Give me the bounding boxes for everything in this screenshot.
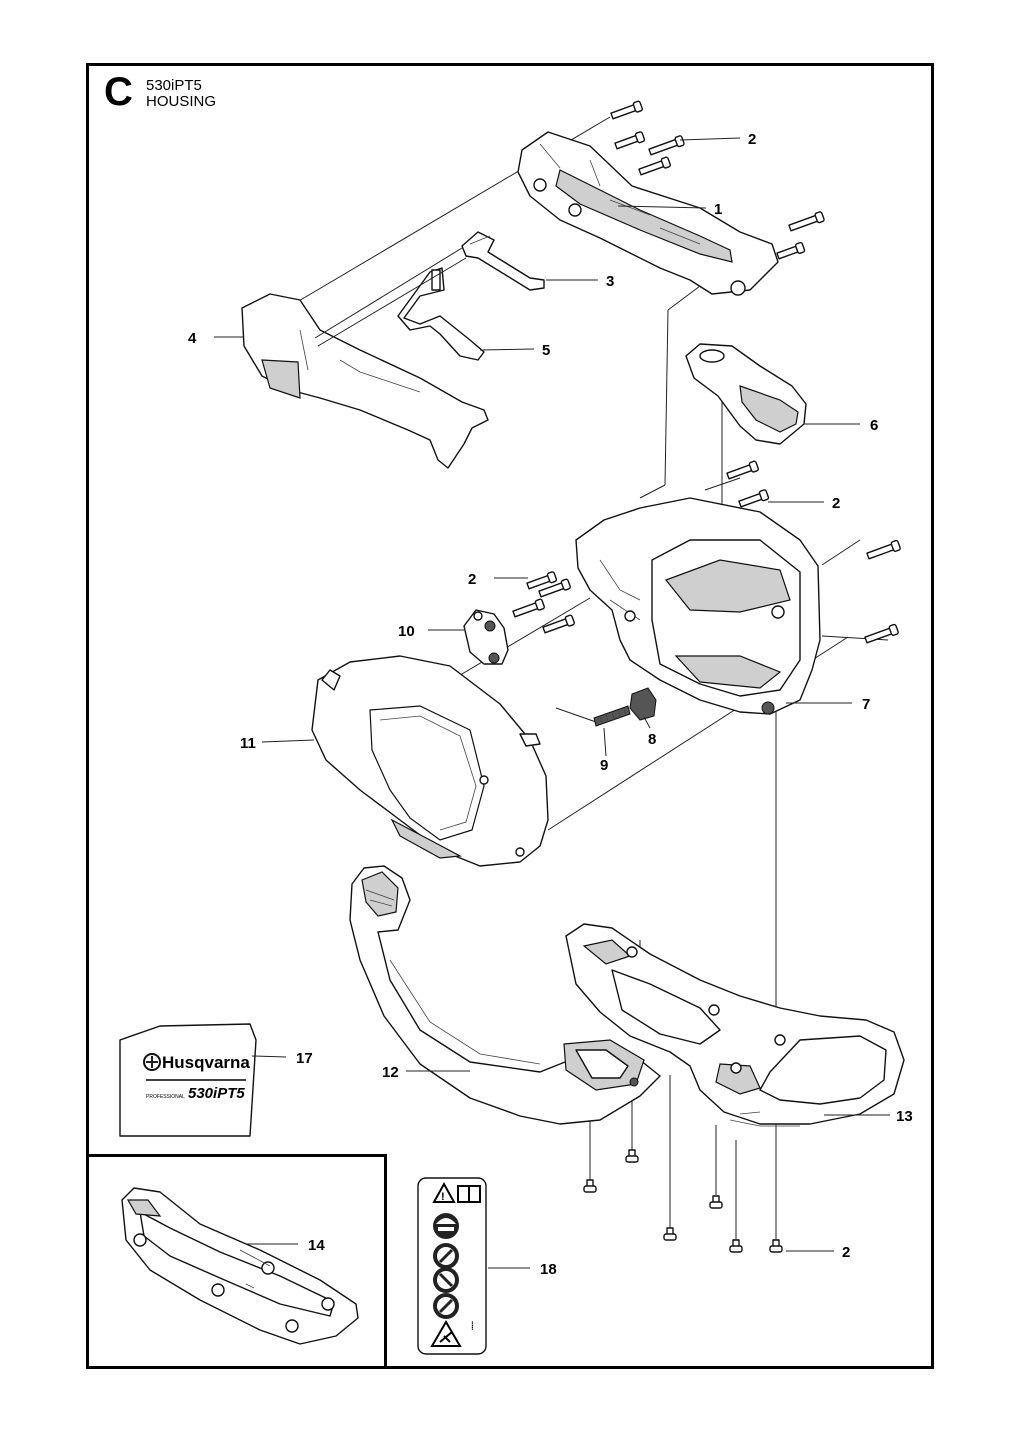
part-14-grip-plate [121,1187,359,1345]
callout-2-bottom: 2 [842,1244,850,1261]
callout-12: 12 [382,1064,399,1081]
diagram-frame [86,63,934,1369]
callout-2-top: 2 [748,131,756,148]
section-letter: C [104,70,133,114]
decal-model: 530iPT5 [188,1085,245,1102]
model-name: 530iPT5 [146,77,202,94]
part-11-housing-cover [311,655,549,867]
callout-5: 5 [542,342,550,359]
inset-frame [86,1154,387,1369]
part-4-handle-lower-half [241,247,489,469]
part-1-handle-upper-half [517,131,779,296]
no-hand-near-blade-icon [433,1243,459,1269]
leader-lines [214,137,890,1269]
callout-4: 4 [188,330,197,347]
decal-brand: Husqvarna [162,1053,250,1072]
part-7-main-housing [575,497,821,715]
part-13-rear-grip [565,923,905,1127]
callout-7: 7 [862,696,870,713]
falling-branch-icon [430,1320,462,1347]
part-6-grip-cover [685,343,807,445]
part-8-clip [629,687,657,721]
callout-2-middle-right: 2 [832,495,840,512]
no-cut-lines-icon [433,1293,459,1319]
part-18-warning-decal: ! [417,1177,487,1355]
callout-3: 3 [606,273,614,290]
callout-18: 18 [540,1261,557,1278]
callout-1: 1 [714,201,722,218]
callout-9: 9 [600,757,608,774]
part-9-spring [555,705,631,727]
callout-13: 13 [896,1108,913,1125]
callout-17: 17 [296,1050,313,1067]
callout-10: 10 [398,623,415,640]
part-5-throttle-trigger [397,267,485,361]
callout-6: 6 [870,417,878,434]
decal-tag: PROFESSIONAL [146,1094,185,1100]
part-12-loop-handle [349,865,661,1125]
section-title: HOUSING [146,93,217,110]
husqvarna-logo-icon [143,1053,161,1071]
callout-14: 14 [308,1237,325,1254]
callout-numbers: 1 2 2 2 2 3 4 5 6 7 8 9 10 11 12 13 14 1… [188,131,913,1278]
part-10-bracket [463,609,509,665]
screw-group-top [610,100,825,260]
callout-2-middle-left: 2 [468,571,476,588]
svg-text:!: ! [441,1191,445,1203]
part-17-husqvarna-decal: Husqvarna PROFESSIONAL 530iPT5 [119,1023,257,1137]
svg-text:▪▪▪▪▪: ▪▪▪▪▪ [470,1321,476,1330]
manual-book-icon [457,1185,481,1203]
screw-group-bottom [583,1149,783,1253]
callout-11: 11 [240,735,256,752]
screw-group-middle [512,460,901,644]
helmet-protection-icon [433,1213,459,1239]
warning-triangle-icon: ! [432,1181,456,1203]
callout-8: 8 [648,731,656,748]
no-bystanders-icon [433,1267,459,1293]
part-3-lever [461,231,545,291]
